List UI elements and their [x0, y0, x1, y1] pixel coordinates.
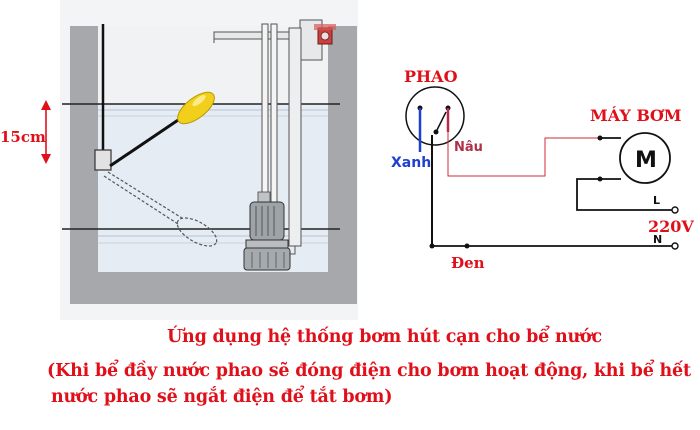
- caption-note-line2: nước phao sẽ ngắt điện để tắt bơm): [51, 387, 393, 407]
- caption-title: Ứng dụng hệ thống bơm hút cạn cho bể nướ…: [167, 327, 602, 347]
- wire-black-label: Đen: [451, 254, 485, 272]
- caption-note-line1: (Khi bể đầy nước phao sẽ đóng điện cho b…: [47, 361, 691, 381]
- check-valve-icon: [314, 24, 336, 45]
- level-dimension-arrow: [41, 100, 51, 164]
- float-switch-lowered: [176, 217, 218, 247]
- motor-symbol: [619, 132, 671, 184]
- wire-blue-label: Xanh: [391, 155, 431, 171]
- submersible-pump-icon: [243, 191, 291, 271]
- float-switch-symbol: [405, 86, 465, 146]
- float-arm-raised: [109, 110, 191, 168]
- discharge-pipe-vertical: [288, 27, 302, 247]
- wire-brown-to-motor: [447, 132, 600, 177]
- switch-label: PHAO: [404, 67, 458, 86]
- line-L-label: L: [653, 194, 660, 207]
- float-weight: [94, 149, 112, 171]
- motor-symbol-letter: M: [635, 148, 657, 173]
- float-switch-raised: [177, 91, 215, 125]
- level-dimension-label: 15cm: [0, 128, 46, 146]
- tank-wall: [70, 26, 357, 304]
- float-arm-lowered: [107, 171, 183, 219]
- wire-brown-label: Nâu: [454, 140, 483, 155]
- tank-illustration: 15cm: [0, 0, 358, 320]
- voltage-label: 220V: [648, 217, 694, 236]
- motor-label: MÁY BƠM: [590, 105, 682, 125]
- switch-blade: [435, 111, 447, 133]
- line-N-label: N: [653, 233, 662, 246]
- line-L: [576, 178, 675, 211]
- wiring-circuit: PHAO Xanh Nâu MÁY BƠM M L: [391, 67, 694, 272]
